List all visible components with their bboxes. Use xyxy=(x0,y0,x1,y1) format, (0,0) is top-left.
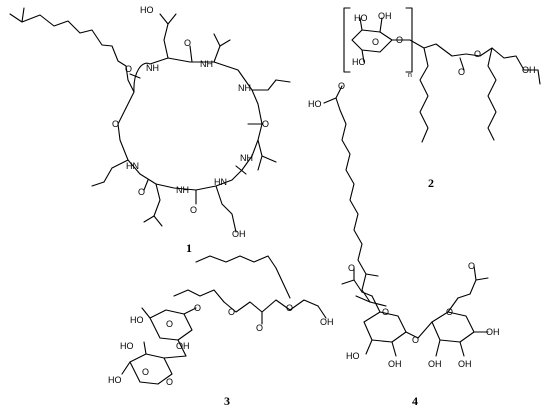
compound-1-atom-labels: HO O NH O NH NH O NH O HN NH HN O O OH xyxy=(112,5,269,239)
atom-label: HO xyxy=(352,57,366,67)
atom-label: NH xyxy=(146,63,159,73)
atom-label: O xyxy=(474,49,481,59)
atom-label: OH xyxy=(388,359,402,369)
atom-label: OH xyxy=(486,327,500,337)
atom-label: OH xyxy=(378,11,392,21)
atom-label: OH xyxy=(428,359,442,369)
atom-label: O xyxy=(286,303,293,313)
atom-label: HO xyxy=(140,5,154,15)
atom-label: HN xyxy=(126,161,139,171)
atom-label: O xyxy=(338,81,345,91)
atom-label: O xyxy=(412,335,419,345)
atom-label: O xyxy=(256,323,263,333)
atom-label: O xyxy=(262,119,269,129)
compound-label-3: 3 xyxy=(224,394,230,408)
compound-label-1: 1 xyxy=(186,241,192,255)
atom-label: OH xyxy=(522,65,536,75)
atom-label: O xyxy=(382,307,389,317)
compound-3-atom-labels: HO O O O O O OH HO O HO O OH xyxy=(108,303,334,387)
compound-1-structure: HO O NH O NH NH O NH O HN NH HN O O OH xyxy=(9,5,291,239)
atom-label: OH xyxy=(176,341,190,351)
atom-label: OH xyxy=(320,317,334,327)
atom-label: OH xyxy=(458,359,472,369)
atom-label: O xyxy=(194,303,201,313)
atom-label: NH xyxy=(238,83,251,93)
atom-label: OH xyxy=(232,229,246,239)
atom-label: O xyxy=(142,367,149,377)
compound-2-structure: n HO OH O HO O O O OH xyxy=(343,7,541,143)
atom-label: O xyxy=(446,307,453,317)
atom-label: O xyxy=(166,319,173,329)
atom-label: O xyxy=(125,64,132,74)
compound-label-2: 2 xyxy=(428,176,434,190)
atom-label: HO xyxy=(308,99,322,109)
atom-label: HO xyxy=(130,315,144,325)
atom-label: O xyxy=(396,35,403,45)
atom-label: NH xyxy=(200,59,213,69)
compound-3-structure: HO O O O O O OH HO O HO O OH xyxy=(108,255,334,387)
compound-2-atom-labels: HO OH O HO O O O OH xyxy=(352,11,536,77)
atom-label: HO xyxy=(108,375,122,385)
atom-label: O xyxy=(112,119,119,129)
atom-label: O xyxy=(166,377,173,387)
atom-label: NH xyxy=(240,153,253,163)
atom-label: O xyxy=(348,263,355,273)
repeat-index: n xyxy=(408,72,412,79)
atom-label: O xyxy=(138,187,145,197)
atom-label: O xyxy=(468,261,475,271)
atom-label: NH xyxy=(176,185,189,195)
repeat-bracket-right xyxy=(405,7,413,73)
atom-label: HN xyxy=(214,177,227,187)
atom-label: HO xyxy=(120,341,134,351)
compound-label-4: 4 xyxy=(412,394,418,408)
compound-1-lipid-chain xyxy=(9,13,135,109)
atom-label: O xyxy=(190,205,197,215)
atom-label: O xyxy=(228,307,235,317)
repeat-bracket-left xyxy=(343,7,351,73)
atom-label: O xyxy=(372,37,379,47)
compound-4-atom-labels: O O O O O HO OH OH OH OH xyxy=(346,261,500,369)
atom-label: O xyxy=(458,67,465,77)
atom-label: HO xyxy=(354,13,368,23)
compound-4-fatty-chain xyxy=(339,109,371,303)
atom-label: HO xyxy=(346,351,360,361)
compound-4-structure: HO O O O O O O xyxy=(308,81,500,369)
atom-label: O xyxy=(184,38,191,48)
